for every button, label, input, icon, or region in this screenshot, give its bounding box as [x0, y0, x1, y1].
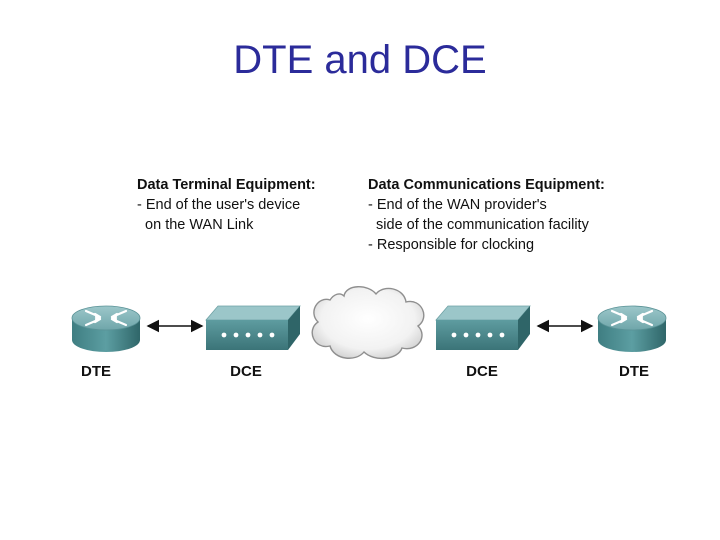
dte-heading: Data Terminal Equipment: — [137, 177, 316, 193]
dce-label: DCE — [230, 363, 262, 380]
router-icon — [71, 305, 141, 352]
csu-dsu-icon — [435, 305, 531, 350]
dce-description: Data Communications Equipment: - End of … — [368, 175, 605, 255]
dte-description: Data Terminal Equipment: - End of the us… — [137, 175, 316, 235]
csu-dsu-icon — [205, 305, 301, 350]
page-title: DTE and DCE — [233, 38, 487, 82]
dce-label: DCE — [466, 363, 498, 380]
dte-line-2: on the WAN Link — [137, 217, 254, 233]
router-icon — [597, 305, 667, 352]
dce-line-1: - End of the WAN provider's — [368, 197, 547, 213]
dte-label: DTE — [81, 363, 111, 380]
dce-line-2: side of the communication facility — [368, 217, 589, 233]
wan-cloud-icon — [311, 286, 425, 359]
dce-line-3: - Responsible for clocking — [368, 237, 535, 253]
dte-line-1: - End of the user's device — [137, 197, 301, 213]
dce-heading: Data Communications Equipment: — [368, 177, 605, 193]
dte-label: DTE — [619, 363, 649, 380]
